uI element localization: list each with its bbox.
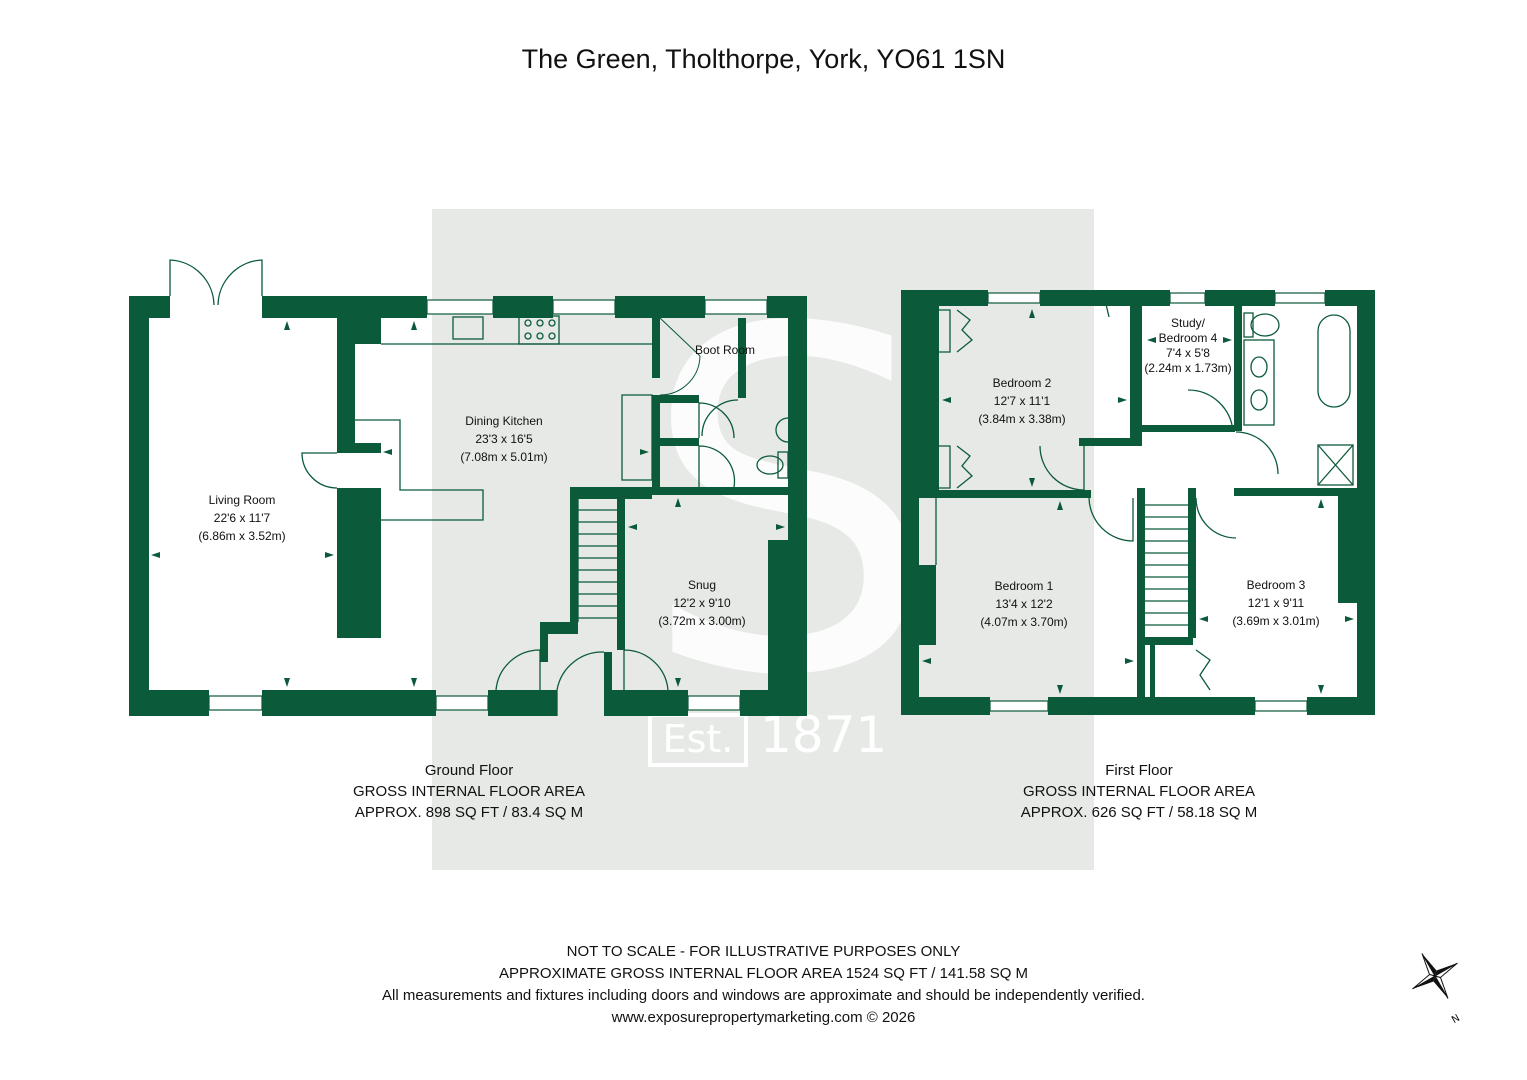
living-room-metric: (6.86m x 3.52m) xyxy=(198,529,286,543)
room-label-bedroom-2: Bedroom 2 12'7 x 11'1 (3.84m x 3.38m) xyxy=(978,374,1065,428)
bedroom-2-imperial: 12'7 x 11'1 xyxy=(993,394,1051,408)
study-metric: (2.24m x 1.73m) xyxy=(1144,361,1232,375)
room-label-bedroom-3: Bedroom 3 12'1 x 9'11 (3.69m x 3.01m) xyxy=(1232,576,1319,630)
snug-imperial: 12'2 x 9'10 xyxy=(673,596,731,610)
study-name-line2: Bedroom 4 xyxy=(1158,331,1218,345)
first-floor-windows xyxy=(987,292,1326,712)
bedroom-2-metric: (3.84m x 3.38m) xyxy=(978,412,1066,426)
room-label-boot-room: Boot Room xyxy=(695,341,755,359)
dining-kitchen-imperial: 23'3 x 16'5 xyxy=(475,432,533,446)
dining-kitchen-metric: (7.08m x 5.01m) xyxy=(460,450,548,464)
watermark-year: 1871 xyxy=(760,706,888,764)
boot-room-name: Boot Room xyxy=(694,343,756,357)
study-imperial: 7'4 x 5'8 xyxy=(1166,346,1210,360)
first-floor-area: APPROX. 626 SQ FT / 58.18 SQ M xyxy=(1020,804,1258,821)
room-label-study: Study/ Bedroom 4 7'4 x 5'8 (2.24m x 1.73… xyxy=(1144,316,1231,376)
first-floor-caption: First Floor GROSS INTERNAL FLOOR AREA AP… xyxy=(1021,760,1257,823)
snug-name: Snug xyxy=(687,578,717,592)
bedroom-1-metric: (4.07m x 3.70m) xyxy=(980,615,1068,629)
first-floor-doors xyxy=(923,299,1354,691)
bedroom-3-name: Bedroom 3 xyxy=(1246,578,1306,592)
bedroom-3-metric: (3.69m x 3.01m) xyxy=(1232,614,1320,628)
living-room-name: Living Room xyxy=(208,493,276,507)
footer-line-website: www.exposurepropertymarketing.com © 2026 xyxy=(611,1009,916,1026)
footer-disclaimer: NOT TO SCALE - FOR ILLUSTRATIVE PURPOSES… xyxy=(0,941,1527,1029)
bedroom-1-imperial: 13'4 x 12'2 xyxy=(995,597,1053,611)
footer-line-measurements: All measurements and fixtures including … xyxy=(382,987,1145,1004)
room-label-dining-kitchen: Dining Kitchen 23'3 x 16'5 (7.08m x 5.01… xyxy=(460,412,547,466)
snug-metric: (3.72m x 3.00m) xyxy=(658,614,746,628)
bedroom-1-name: Bedroom 1 xyxy=(994,579,1054,593)
watermark-background xyxy=(432,209,1094,870)
footer-line-total-area: APPROXIMATE GROSS INTERNAL FLOOR AREA 15… xyxy=(498,965,1029,982)
ground-floor-doors xyxy=(169,259,789,716)
living-room-imperial: 22'6 x 11'7 xyxy=(213,511,271,525)
first-floor-area-label: GROSS INTERNAL FLOOR AREA xyxy=(1022,783,1255,800)
room-label-living-room: Living Room 22'6 x 11'7 (6.86m x 3.52m) xyxy=(198,491,285,545)
first-floor-walls xyxy=(901,290,1375,715)
study-name-line1: Study/ xyxy=(1170,316,1206,330)
ground-floor-walls xyxy=(129,296,807,716)
compass-north-label: N xyxy=(1450,1013,1462,1026)
watermark-est: Est. xyxy=(648,713,748,767)
dining-kitchen-name: Dining Kitchen xyxy=(465,414,543,428)
ground-floor-area: APPROX. 898 SQ FT / 83.4 SQ M xyxy=(354,804,584,821)
compass-rose-icon: N xyxy=(1412,953,1462,1026)
room-label-snug: Snug 12'2 x 9'10 (3.72m x 3.00m) xyxy=(658,576,745,630)
room-label-bedroom-1: Bedroom 1 13'4 x 12'2 (4.07m x 3.70m) xyxy=(980,577,1067,631)
footer-line-scale: NOT TO SCALE - FOR ILLUSTRATIVE PURPOSES… xyxy=(566,943,961,960)
dimension-arrows xyxy=(151,309,1354,694)
ground-floor-caption: Ground Floor GROSS INTERNAL FLOOR AREA A… xyxy=(353,760,585,823)
property-address-title: The Green, Tholthorpe, York, YO61 1SN xyxy=(521,44,1006,74)
ground-floor-area-label: GROSS INTERNAL FLOOR AREA xyxy=(353,783,585,800)
bedroom-3-imperial: 12'1 x 9'11 xyxy=(1247,596,1305,610)
bedroom-2-name: Bedroom 2 xyxy=(992,376,1052,390)
first-floor-name: First Floor xyxy=(1105,762,1173,779)
ground-floor-name: Ground Floor xyxy=(424,762,514,779)
ground-floor-windows xyxy=(208,299,768,711)
